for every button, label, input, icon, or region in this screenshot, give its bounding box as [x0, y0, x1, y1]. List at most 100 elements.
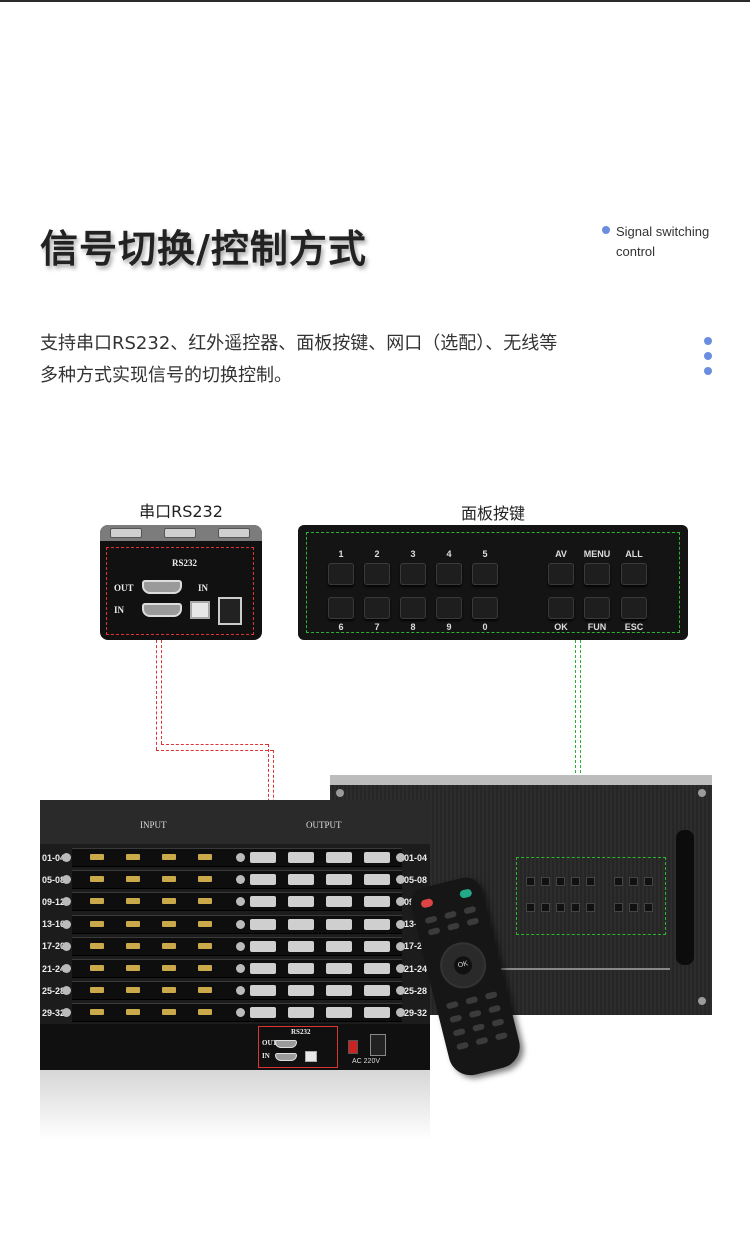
front-panel-highlight-frame	[516, 857, 666, 935]
green-button-icon	[459, 888, 473, 899]
front-key-icon	[629, 877, 638, 886]
panel-key-3	[400, 563, 426, 585]
hdmi-port-icon	[198, 987, 212, 994]
side-dots-icon	[704, 337, 712, 382]
dvi-port-icon	[326, 1007, 352, 1019]
remote-button-icon	[456, 1041, 470, 1051]
thumbscrew-icon	[236, 875, 245, 885]
dvi-port-icon	[326, 985, 352, 997]
thumbscrew-icon	[62, 897, 71, 907]
remote-button-icon	[424, 915, 438, 925]
front-key-icon	[526, 877, 535, 886]
dvi-port-icon	[364, 985, 390, 997]
front-key-icon	[571, 903, 580, 912]
row-label: 25-28	[42, 986, 66, 996]
power-button-icon	[420, 897, 434, 909]
description-line-2: 多种方式实现信号的切换控制。	[40, 365, 292, 386]
dpad-ring-icon: OK	[435, 937, 491, 994]
subtitle-line-1: Signal switching	[616, 224, 710, 239]
dvi-port-icon	[364, 1007, 390, 1019]
screw-icon	[698, 789, 706, 797]
thumbscrew-icon	[236, 941, 245, 951]
rs232-connector	[156, 750, 273, 751]
chassis-header	[40, 800, 430, 844]
row-label: 17-20	[404, 941, 428, 951]
panel-key-5	[472, 563, 498, 585]
row-label: 21-24	[42, 964, 66, 974]
key-label: ALL	[625, 549, 643, 559]
chassis-reflection	[40, 1070, 430, 1140]
db9-port-icon	[142, 580, 182, 594]
hdmi-port-icon	[126, 898, 140, 905]
matrix-chassis-image: INPUT OUTPUT 01-04 05-08 09-12 13-16 17-…	[40, 800, 430, 1070]
panel-key-9	[436, 597, 462, 619]
dot-icon	[704, 367, 712, 375]
front-key-icon	[541, 877, 550, 886]
dvi-port-icon	[250, 1007, 276, 1019]
key-label: 8	[410, 622, 416, 632]
remote-button-icon	[475, 1036, 489, 1046]
hdmi-port-icon	[90, 1009, 104, 1016]
panel-callout-label: 面板按键	[460, 504, 525, 523]
remote-button-icon	[472, 1023, 486, 1032]
hdmi-port-icon	[90, 987, 104, 994]
db9-port-icon	[275, 1053, 297, 1061]
panel-connector	[575, 640, 576, 858]
hdmi-port-icon	[162, 942, 176, 949]
front-key-icon	[614, 903, 623, 912]
dvi-port-icon	[364, 896, 390, 908]
description: 支持串口RS232、红外遥控器、面板按键、网口（选配）、无线等 多种方式实现信号…	[40, 328, 650, 392]
remote-button-icon	[445, 1000, 459, 1010]
out-label: OUT	[114, 583, 134, 593]
thumbscrew-icon	[396, 941, 405, 951]
port-strip	[100, 525, 262, 541]
front-key-icon	[526, 903, 535, 912]
panel-keys-zoom-image: 1 2 3 4 5 6 7 8 9 0 AV MENU ALL OK FUN E…	[298, 525, 688, 640]
remote-button-icon	[443, 910, 458, 920]
dvi-port-icon	[326, 852, 352, 863]
hdmi-port-icon	[126, 965, 140, 971]
hdmi-port-icon	[198, 854, 212, 860]
dvi-port-icon	[364, 940, 390, 952]
thumbscrew-icon	[396, 986, 405, 996]
thumbscrew-icon	[396, 897, 405, 907]
dvi-port-icon	[250, 940, 276, 952]
key-label: 4	[446, 549, 452, 559]
output-section-label: OUTPUT	[306, 820, 342, 830]
row-label: 25-28	[404, 986, 428, 996]
row-label: 21-24	[404, 964, 428, 974]
dvi-port-icon	[288, 918, 314, 930]
hdmi-port-icon	[198, 1009, 212, 1016]
thumbscrew-icon	[236, 1008, 245, 1018]
thumbscrew-icon	[236, 919, 245, 929]
thumbscrew-icon	[236, 986, 245, 996]
dot-icon	[704, 337, 712, 345]
row-label: 05-08	[404, 875, 428, 885]
thumbscrew-icon	[62, 941, 71, 951]
dvi-port-icon	[364, 918, 390, 930]
hdmi-port-icon	[162, 876, 176, 883]
rs232-title: RS232	[172, 558, 198, 568]
front-key-icon	[556, 877, 565, 886]
remote-button-icon	[449, 1014, 463, 1024]
hdmi-port-icon	[90, 942, 104, 949]
key-label: AV	[555, 549, 567, 559]
dvi-port-icon	[288, 940, 314, 952]
key-label: ESC	[624, 622, 644, 632]
dvi-port-icon	[250, 918, 276, 930]
in-label-right: IN	[198, 583, 209, 593]
hdmi-port-icon	[90, 898, 104, 905]
hdmi-port-icon	[162, 854, 176, 860]
db9-port-icon	[275, 1040, 297, 1048]
hdmi-port-icon	[162, 898, 176, 905]
thumbscrew-icon	[396, 919, 405, 929]
hdmi-port-icon	[90, 965, 104, 971]
thumbscrew-icon	[62, 964, 71, 973]
key-label: 3	[410, 549, 416, 559]
subtitle-line-2: control	[616, 244, 656, 259]
rj45-port-icon	[305, 1051, 317, 1062]
dvi-port-icon	[250, 896, 276, 908]
hdmi-port-icon	[198, 876, 212, 883]
dvi-port-icon	[250, 963, 276, 974]
english-subtitle: Signal switching control	[602, 222, 742, 262]
